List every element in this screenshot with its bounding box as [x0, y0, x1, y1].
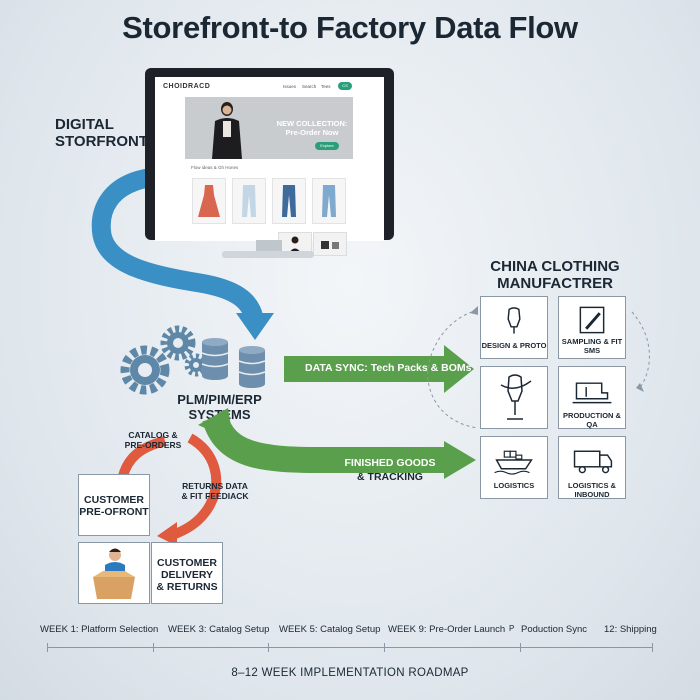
mfg-step-label: LOGISTICS [493, 481, 535, 490]
dress-form-icon [507, 307, 521, 334]
gear-icon [120, 345, 170, 395]
customer-delivery-line3: & RETURNS [156, 581, 218, 593]
monitor-base [222, 251, 314, 258]
timeline-axis [47, 647, 653, 648]
hero-headline: NEW COLLECTION: Pre-Order Now [273, 119, 351, 137]
manufacturer-label: CHINA CLOTHING MANUFACTRER [470, 258, 640, 292]
data-sync-label: DATA SYNC: Tech Packs & BOMs [305, 362, 472, 374]
mfg-step-label: SAMPLING & FIT SMS [559, 337, 625, 355]
shoes-thumbnail-icon [321, 241, 339, 249]
category-label: Flow ideas & Gh Hones [191, 165, 239, 170]
timeline-tick [520, 643, 521, 652]
timeline-item: WEEK 5: Catalog Setup [279, 624, 381, 635]
database-icon [201, 338, 229, 380]
product-card[interactable] [192, 178, 226, 224]
nav-link-issues[interactable]: Issues [283, 84, 297, 89]
customer-preorder-box: CUSTOMER PRE-OFRONT [78, 474, 150, 536]
catalog-label: CATALOG & PRE-ORDERS [113, 430, 193, 450]
storefront-label-line1: DIGITAL [55, 116, 114, 133]
timeline-item: WEEK 1: Platform Selection [40, 624, 159, 635]
mfg-step-label: PRODUCTION & QA [563, 411, 621, 429]
finished-goods-label: FINISHED GOODS & TRACKING [334, 456, 446, 484]
nav-link-search[interactable]: Search [302, 84, 317, 89]
database-icon [238, 346, 266, 388]
customer-delivery-line1: CUSTOMER [157, 557, 217, 569]
systems-cluster [120, 325, 266, 395]
returns-label: RETURNS DATA & FIT FEEDIACK [170, 481, 260, 501]
storefront-screen: CHOIDRACD Issues Search Tees CS NEW COLL… [155, 77, 384, 241]
returns-label-line1: RETURNS DATA [182, 481, 248, 491]
customer-preorder-label: CUSTOMER PRE-OFRONT [79, 494, 149, 518]
mfg-step-fit [480, 366, 548, 429]
systems-label-line1: PLM/PIM/ERP [177, 392, 262, 407]
customer-preorder-line1: CUSTOMER [84, 494, 144, 506]
store-brand: CHOIDRACD [163, 83, 211, 90]
timeline-item: WEEK 3: Catalog Setup [168, 624, 270, 635]
customer-delivery-label: CUSTOMER DELIVERY & RETURNS [152, 557, 222, 593]
manufacturer-label-line1: CHINA CLOTHING [490, 258, 620, 275]
timeline-prefix-glyph: P [509, 624, 515, 633]
person-unboxing-icon [93, 548, 135, 599]
hero-line1: NEW COLLECTION: [276, 119, 348, 128]
model-photo [212, 102, 242, 159]
mfg-step-production: PRODUCTION & QA [558, 366, 626, 429]
dress-product-icon [198, 185, 220, 217]
mfg-step-design: DESIGN & PROTO [480, 296, 548, 359]
mfg-step-label-line1: SAMPLING & FIT [561, 337, 623, 346]
data-sync-arrow [284, 345, 474, 393]
customer-delivery-box: CUSTOMER DELIVERY & RETURNS [151, 542, 223, 604]
mfg-step-label: LOGISTICS & INBOUND [568, 481, 616, 499]
timeline-item: WEEK 9: Pre-Order Launch [388, 624, 506, 635]
customer-preorder-line2: PRE-OFRONT [79, 506, 149, 518]
hero-button[interactable]: Explore [315, 142, 339, 150]
gear-icon [160, 325, 196, 361]
mfg-step-label: DESIGN & PROTO [481, 341, 547, 350]
timeline-item: Poduction Sync [521, 624, 588, 635]
jeans-product-icon [322, 185, 336, 217]
mfg-step-logistics: LOGISTICS [480, 436, 548, 499]
mannequin-tape-icon [500, 374, 532, 420]
returns-label-line2: & FIT FEEDIACK [181, 491, 249, 501]
timeline-tick [652, 643, 653, 652]
manufacturer-label-line2: MANUFACTRER [497, 275, 613, 292]
timeline-tick [153, 643, 154, 652]
monitor-stand [256, 240, 282, 252]
truck-icon [573, 450, 613, 474]
storefront-label-line2: STORFRONT [55, 133, 149, 150]
timeline-tick [47, 643, 48, 652]
catalog-label-line2: PRE-ORDERS [124, 440, 182, 450]
customer-unboxing-image [78, 542, 150, 604]
product-card[interactable] [232, 178, 266, 224]
customer-delivery-line2: DELIVERY [160, 569, 214, 581]
mfg-step-sampling: SAMPLING & FIT SMS [558, 296, 626, 359]
catalog-label-line1: CATALOG & [128, 430, 178, 440]
finished-goods-line1: FINISHED GOODS [344, 457, 436, 469]
pencil-ruler-icon [579, 306, 605, 334]
page-title: Storefront-to Factory Data Flow [122, 10, 578, 45]
product-thumbnail[interactable] [313, 232, 347, 256]
product-card[interactable] [312, 178, 346, 224]
product-card[interactable] [272, 178, 306, 224]
storefront-label: DIGITAL STORFRONT [55, 116, 148, 150]
roadmap-caption: 8–12 WEEK IMPLEMENTATION ROADMAP [231, 667, 469, 679]
nav-button[interactable]: CS [338, 82, 352, 90]
ship-icon [494, 450, 533, 475]
finished-goods-line2: & TRACKING [357, 471, 423, 483]
timeline-tick [268, 643, 269, 652]
mfg-step-inbound: LOGISTICS & INBOUND [558, 436, 626, 499]
nav-link-tees[interactable]: Tees [321, 84, 331, 89]
returns-arrow [157, 433, 222, 546]
hero-line2: Pre-Order Now [285, 128, 339, 137]
timeline-item: 12: Shipping [604, 624, 657, 635]
finished-goods-arrow [198, 408, 476, 479]
mfg-step-label-line2: SMS [583, 346, 601, 355]
sewing-machine-icon [572, 382, 612, 404]
jeans-product-icon [242, 185, 256, 217]
timeline-tick [384, 643, 385, 652]
jeans-product-icon [282, 185, 296, 217]
